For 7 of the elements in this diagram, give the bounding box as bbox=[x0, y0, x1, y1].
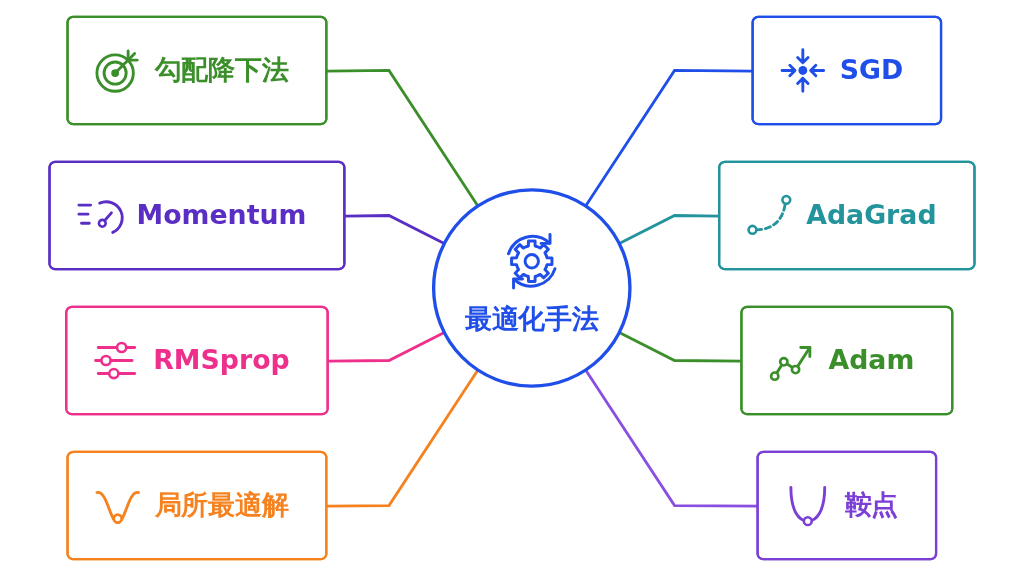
connector bbox=[618, 331, 742, 363]
connector bbox=[326, 369, 480, 508]
connector bbox=[328, 331, 445, 363]
connector bbox=[326, 69, 480, 207]
connector bbox=[344, 214, 445, 245]
connector bbox=[618, 214, 720, 245]
node-circle: 最適化手法 bbox=[431, 188, 632, 388]
